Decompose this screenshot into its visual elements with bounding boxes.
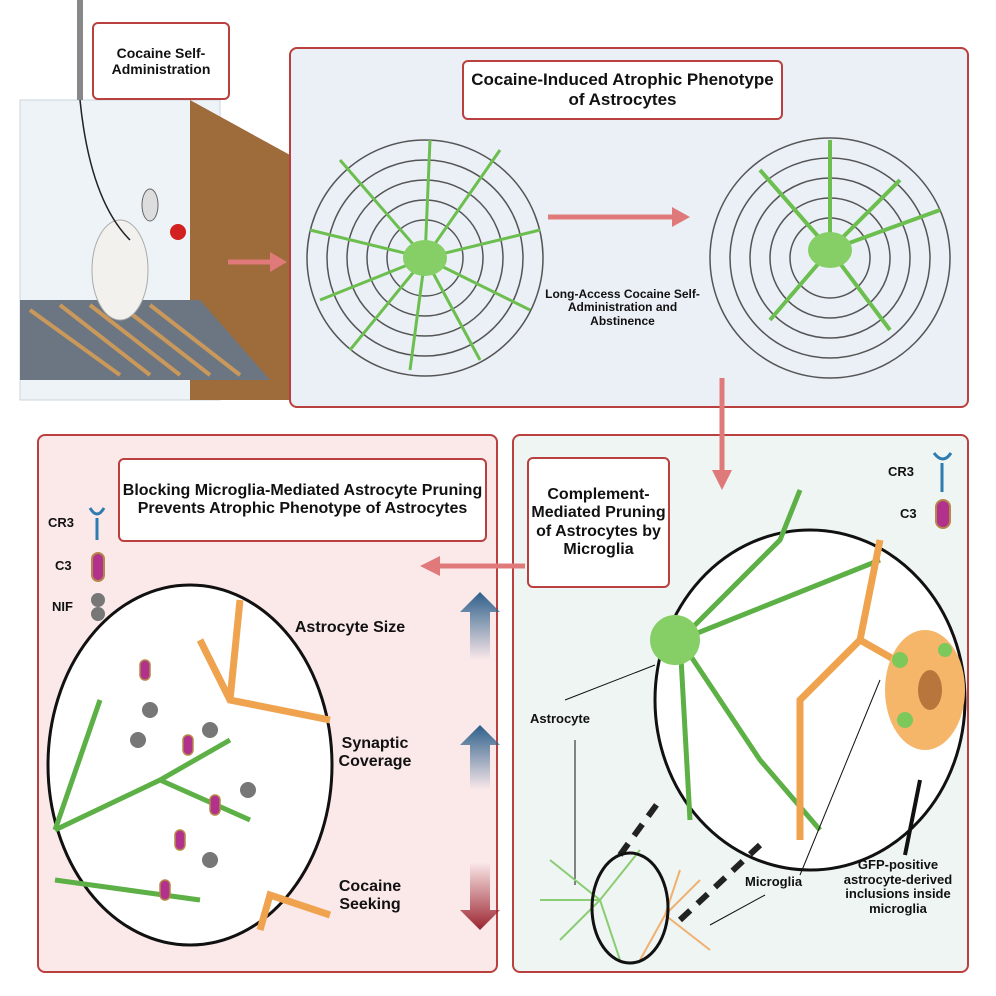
- pruning-title: Complement-Mediated Pruning of Astrocyte…: [527, 457, 670, 588]
- sholl-circles-before: [306, 139, 544, 377]
- astrocyte-after: [758, 140, 941, 332]
- pointer-line: [709, 894, 766, 926]
- cr3-receptor-icon: [88, 507, 106, 540]
- c3-legend-label: C3: [55, 558, 72, 573]
- legend-icons: [88, 452, 953, 621]
- self-administration-cage: [19, 0, 290, 401]
- microglia-nucleus: [918, 670, 942, 710]
- nif-molecules: [130, 702, 256, 868]
- inclusions-label: GFP-positive astrocyte-derived inclusion…: [843, 857, 953, 916]
- pointer-line: [564, 664, 656, 701]
- pointer-line: [903, 779, 922, 856]
- cr3-legend-label: CR3: [48, 515, 75, 530]
- c3-complement-icon: [935, 499, 951, 529]
- c3-complement-icon: [91, 552, 105, 582]
- nif-legend-label: NIF: [52, 599, 73, 614]
- gfp-inclusions: [892, 643, 952, 728]
- astrocyte-soma: [808, 232, 852, 268]
- pointer-line: [799, 679, 881, 876]
- zoom-lines: [617, 798, 763, 923]
- flow-arrows: [228, 207, 732, 576]
- cocaine-seeking-down-arrow: [460, 862, 500, 930]
- cocaine-seeking-label: Cocaine Seeking: [338, 878, 402, 913]
- astrocyte-small: [540, 849, 641, 961]
- synaptic-coverage-label: Synaptic Coverage: [338, 735, 412, 770]
- astrocyte-before: [309, 139, 541, 371]
- microglia-processes: [196, 599, 332, 931]
- magnified-view-pruning: [653, 528, 967, 872]
- self-administration-label: Cocaine Self-Administration: [92, 22, 230, 100]
- astrocyte-processes: [677, 489, 881, 832]
- atrophy-panel: [289, 47, 969, 408]
- microglia-small: [639, 869, 711, 961]
- synaptic-coverage-up-arrow: [460, 725, 500, 790]
- long-access-label: Long-Access Cocaine Self-Administration …: [545, 287, 700, 328]
- astrocyte-soma: [650, 615, 700, 665]
- atrophy-title: Cocaine-Induced Atrophic Phenotype of As…: [462, 60, 783, 120]
- cr3-legend-label: CR3: [888, 464, 915, 479]
- astrocyte-size-up-arrow: [460, 592, 500, 660]
- astrocyte-processes: [52, 699, 252, 903]
- c3-molecules: [139, 659, 221, 901]
- nif-inhibitor-icon: [91, 593, 105, 607]
- blocking-title: Blocking Microglia-Mediated Astrocyte Pr…: [118, 458, 487, 542]
- astrocyte-size-label: Astrocyte Size: [294, 619, 406, 636]
- astrocyte-label: Astrocyte: [530, 711, 590, 726]
- c3-legend-label: C3: [900, 506, 917, 521]
- microglia-label: Microglia: [745, 874, 803, 889]
- outcome-arrows: [460, 592, 500, 930]
- cr3-receptor-icon: [932, 452, 953, 492]
- astrocyte-soma: [403, 240, 447, 276]
- zoom-circle: [590, 851, 670, 965]
